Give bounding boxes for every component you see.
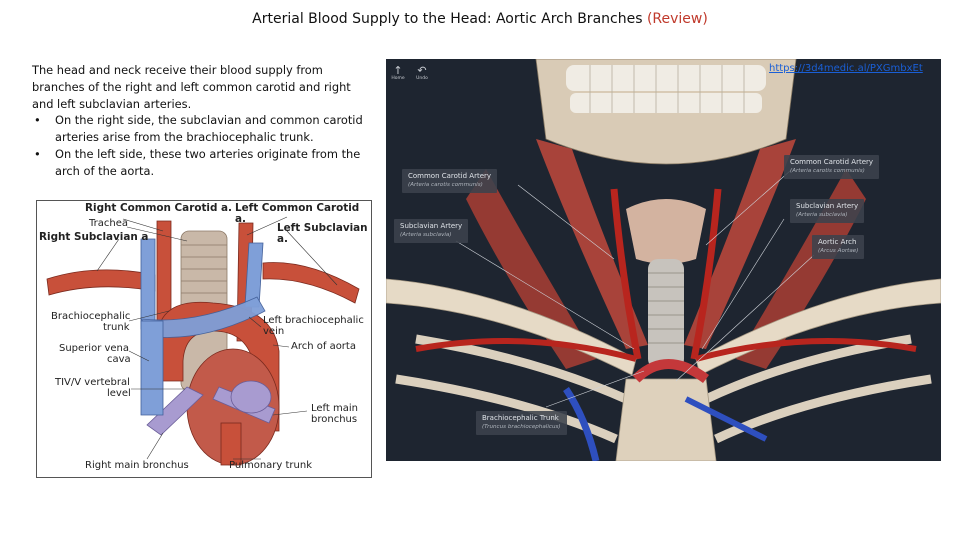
undo-icon: ↶ — [417, 64, 427, 77]
label-left-subclavian: Left Subclavian a. — [277, 222, 368, 245]
callout-subclavian-right[interactable]: Subclavian Artery(Arteria subclavia) — [790, 199, 865, 223]
aortic-arch-diagram: Right Common Carotid a. Left Common Caro… — [36, 200, 372, 478]
right-subclavian-artery — [46, 269, 156, 296]
label-right-main-bronchus: Right main bronchus — [85, 460, 189, 471]
body-text: The head and neck receive their blood su… — [32, 62, 364, 180]
label-left-common-carotid: Left Common Carotid a. — [235, 202, 360, 225]
home-button[interactable]: ↑Home — [388, 65, 408, 81]
3d-anatomy-view[interactable]: ↑Home ↶Undo Common Carotid Artery(Arteri… — [386, 59, 941, 461]
3d-anatomy-render — [386, 59, 941, 461]
leader-lines — [96, 216, 338, 460]
label-pulmonary-trunk: Pulmonary trunk — [229, 460, 313, 471]
bullet-item: On the left side, these two arteries ori… — [32, 146, 364, 180]
right-jugular-vein — [140, 238, 156, 330]
callout-common-carotid-right[interactable]: Common Carotid Artery(Arteria carotis co… — [784, 155, 880, 179]
left-brachiocephalic-vein — [140, 296, 266, 338]
left-subclavian-artery — [262, 262, 360, 304]
slide-title: Arterial Blood Supply to the Head: Aorti… — [252, 11, 708, 27]
label-right-common-carotid: Right Common Carotid a. — [85, 202, 232, 214]
label-arch-of-aorta: Arch of aorta — [291, 341, 356, 352]
bullet-list: On the right side, the subclavian and co… — [32, 112, 364, 179]
callout-subclavian-left[interactable]: Subclavian Artery(Arteria subclavia) — [394, 219, 469, 243]
bullet-item: On the right side, the subclavian and co… — [32, 112, 364, 146]
callout-aortic-arch[interactable]: Aortic Arch(Arcus Aortae) — [812, 235, 865, 259]
intro-paragraph: The head and neck receive their blood su… — [32, 63, 351, 111]
pulmonary-trunk — [220, 422, 242, 466]
3d4medical-link[interactable]: https://3d4medic.al/PXGmbxEt — [769, 63, 923, 74]
callout-common-carotid-left[interactable]: Common Carotid Artery(Arteria carotis co… — [402, 169, 498, 193]
superior-vena-cava — [140, 320, 164, 416]
undo-button[interactable]: ↶Undo — [412, 65, 432, 81]
review-tag: (Review) — [646, 11, 708, 27]
label-trachea: Trachea — [89, 218, 128, 229]
callout-brachiocephalic-trunk[interactable]: Brachiocephalic Trunk(Truncus brachiocep… — [476, 411, 567, 435]
home-icon: ↑ — [393, 64, 403, 77]
label-right-subclavian: Right Subclavian a — [39, 231, 149, 243]
aortic-arch-illustration — [46, 216, 360, 466]
